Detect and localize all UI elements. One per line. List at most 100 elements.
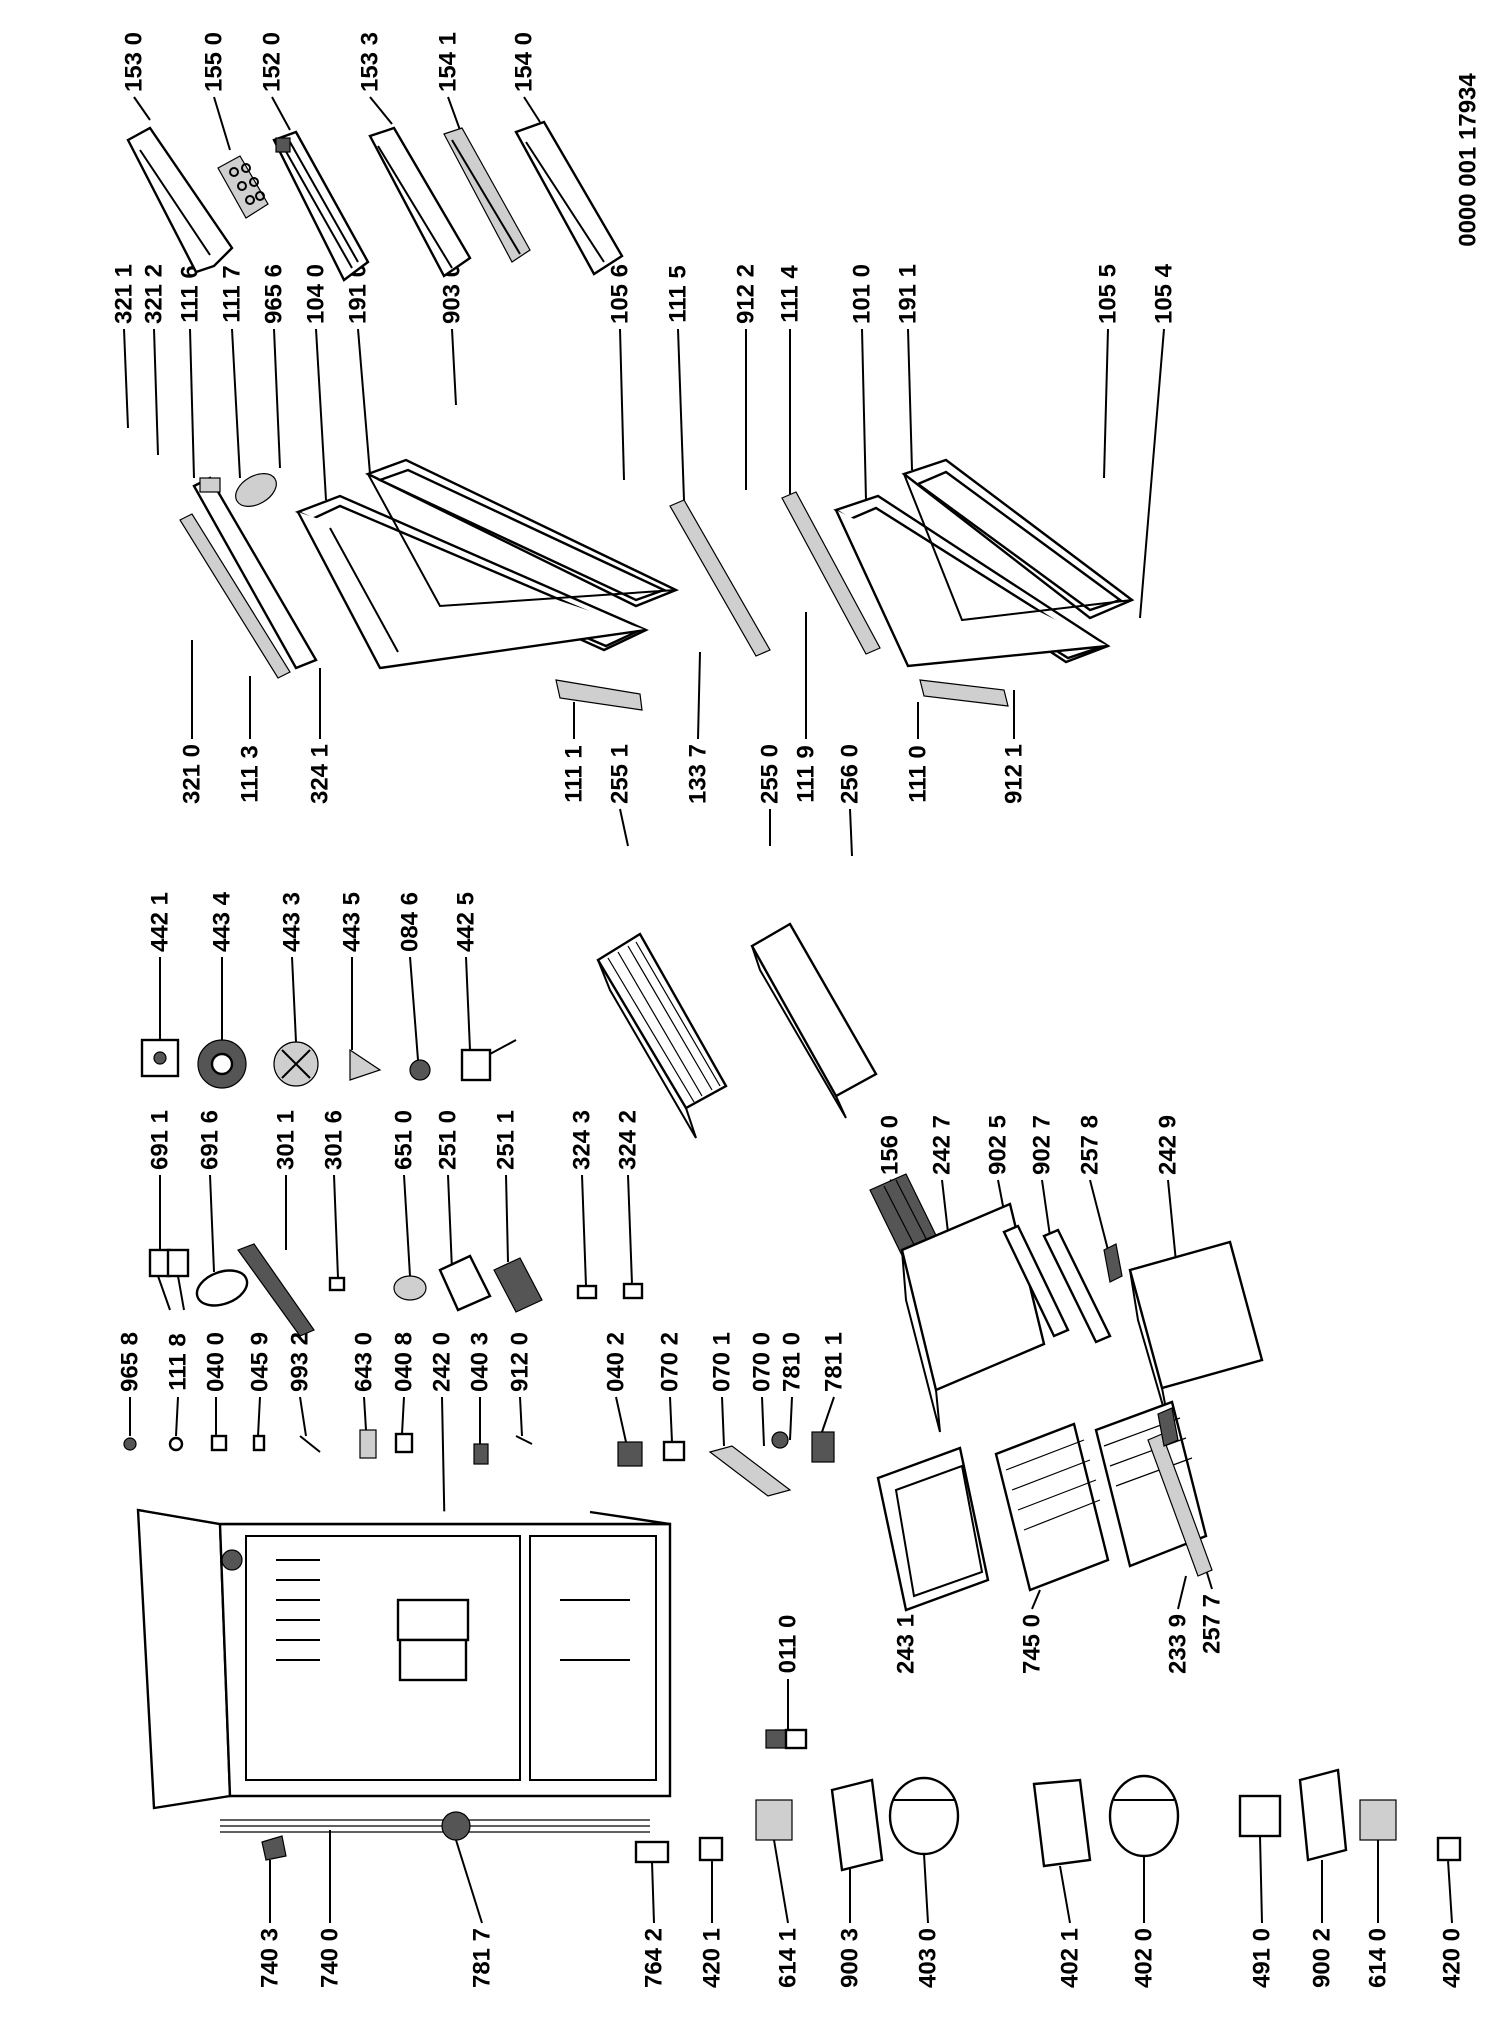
leader-line [523, 96, 541, 123]
hinge-1111 [555, 679, 643, 711]
part-label: 442 5 [453, 892, 480, 952]
part-label: 301 1 [273, 1110, 300, 1170]
leader-line [789, 1396, 793, 1441]
leader-line [519, 1396, 523, 1437]
leader-line [619, 808, 629, 847]
part-label: 111 1 [561, 745, 588, 802]
clip-3242 [622, 1282, 644, 1300]
leader-line [677, 328, 685, 501]
part-label: 420 1 [699, 1928, 726, 1988]
part-label: 111 7 [219, 265, 246, 322]
feet-0110 [765, 1728, 808, 1750]
part-label: 111 6 [177, 265, 204, 322]
leader-line [213, 96, 231, 151]
fan-blade-4435 [349, 1048, 382, 1081]
part-label: 900 2 [1309, 1928, 1336, 1988]
part-label: 155 0 [201, 32, 228, 92]
leader-line [451, 328, 457, 406]
part-label: 011 0 [775, 1615, 802, 1674]
part-label: 321 1 [111, 264, 138, 324]
part-label: 242 7 [929, 1115, 956, 1175]
drawer-2429 [1128, 1240, 1264, 1431]
leader-line [175, 1396, 179, 1437]
clamp-7817 [441, 1811, 471, 1841]
part-label: 040 3 [467, 1332, 494, 1392]
part-label: 255 1 [607, 744, 634, 804]
part-label: 251 1 [493, 1110, 520, 1170]
leader-lines [123, 96, 1453, 1924]
part-label: 443 3 [279, 892, 306, 952]
leader-line [861, 328, 867, 501]
leader-line [1139, 328, 1165, 619]
leader-line [773, 1839, 789, 1924]
leader-line [369, 96, 393, 125]
part-label: 084 6 [397, 892, 424, 952]
part-label: 745 0 [1019, 1614, 1046, 1674]
part-label: 070 0 [749, 1332, 776, 1392]
part-label: 070 1 [709, 1332, 736, 1392]
leader-line [505, 1174, 509, 1263]
part-label: 420 0 [1439, 1928, 1466, 1988]
cabinet [136, 1508, 672, 1810]
leader-line [923, 1853, 929, 1924]
leader-line [721, 1396, 725, 1447]
glass-shelf-2551 [596, 932, 728, 1139]
part-label: 781 0 [779, 1332, 806, 1392]
part-label: 301 6 [321, 1110, 348, 1170]
part-label: 256 0 [837, 744, 864, 804]
part-label: 255 0 [757, 744, 784, 804]
part-label: 040 0 [203, 1332, 230, 1392]
glass-tray-2431 [876, 1446, 990, 1612]
leader-line [333, 1174, 339, 1279]
fan-blade-4433 [273, 1041, 319, 1087]
strip-9027 [1042, 1228, 1112, 1344]
part-label: 154 0 [511, 32, 538, 92]
leader-line [615, 1396, 627, 1443]
leader-line [123, 328, 129, 429]
leader-line [761, 1396, 765, 1447]
leader-line [363, 1396, 367, 1431]
plug-4201 [698, 1836, 724, 1862]
grille-7403 [261, 1835, 287, 1861]
leader-line [1447, 1859, 1453, 1924]
disc-6916 [195, 1269, 249, 1307]
part-label: 443 5 [339, 892, 366, 952]
egg-tray-1550 [217, 155, 269, 219]
part-label: 152 0 [259, 32, 286, 92]
part-label: 324 2 [615, 1110, 642, 1170]
part-label: 614 1 [775, 1928, 802, 1988]
part-label: 912 0 [507, 1332, 534, 1392]
leader-line [153, 328, 159, 456]
part-label: 651 0 [391, 1110, 418, 1170]
leader-line [669, 1396, 673, 1443]
leader-line [257, 1396, 261, 1437]
part-0846 [409, 1059, 431, 1081]
part-drawings [123, 120, 1462, 1872]
fridge-door-gasket-1910 [364, 458, 679, 608]
thermostat-6510 [393, 1275, 427, 1301]
part-label: 442 1 [147, 892, 174, 952]
door-shelf-1540 [514, 120, 624, 276]
leader-line [409, 956, 419, 1061]
compressor-4020 [1108, 1774, 1180, 1858]
strip-9025 [1002, 1224, 1070, 1338]
door-shelf-top-1530 [126, 126, 234, 274]
plug-4200 [1436, 1836, 1462, 1862]
part-label: 764 2 [641, 1928, 668, 1988]
leader-line [907, 328, 913, 471]
leader-line [1059, 1865, 1071, 1924]
leader-line [299, 1396, 307, 1437]
part-label: 965 8 [117, 1332, 144, 1392]
part-label: 242 9 [1155, 1115, 1182, 1175]
leader-line [401, 1396, 405, 1435]
leader-line [271, 96, 291, 131]
leader-line [627, 1174, 633, 1285]
box-4910 [1238, 1794, 1282, 1838]
leader-line [465, 956, 471, 1051]
part-label: 153 0 [121, 32, 148, 92]
condenser-7400 [220, 1819, 650, 1833]
part-label: 257 8 [1077, 1115, 1104, 1175]
part-label: 104 0 [303, 264, 330, 324]
door-bar-1113 [179, 513, 291, 679]
part-label: 402 0 [1131, 1928, 1158, 1988]
